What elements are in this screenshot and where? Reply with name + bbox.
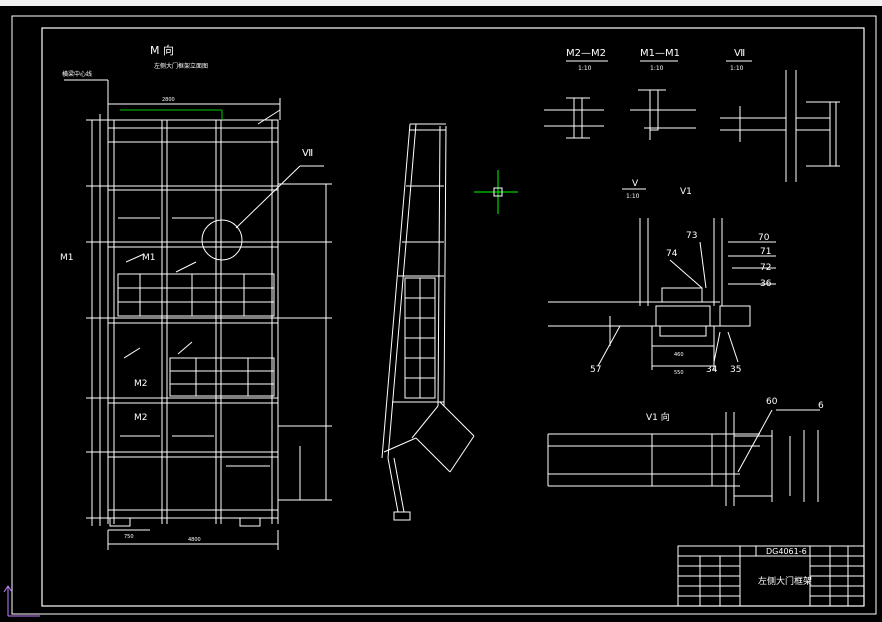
section-v-scale: 1:10 [626,193,640,200]
marker-m1-inner: M1 [142,253,156,263]
dim-4800: 4800 [188,537,201,543]
drawing-number: DG4061-6 [766,547,807,556]
part-57: 57 [590,365,601,375]
part-60: 60 [766,397,778,407]
dim-550: 550 [674,370,684,376]
section-m1-label: M1—M1 [640,48,680,59]
main-elevation-view [64,79,332,550]
crosshair-pickbox [493,187,503,197]
ucs-icon [3,585,40,617]
outer-sheet-border [11,15,877,615]
part-70: 70 [758,233,770,243]
section-m2-detail [544,97,604,139]
section-v-label: V [632,179,639,189]
main-view-note: 左侧大门框架立面图 [154,62,208,70]
dim-2800: 2800 [162,97,175,103]
crosshair-cursor [474,170,518,214]
section-vi-label: V1 [680,187,692,197]
part-72: 72 [760,263,771,273]
detail-vii [720,70,840,182]
part-6: 6 [818,401,824,411]
drawing-title: 左侧大门框架 [758,575,812,587]
marker-m2-inner: M2 [134,379,148,389]
part-71: 71 [760,247,771,257]
dim-750: 750 [124,534,134,540]
view-vi-label: V1 向 [646,411,670,423]
part-36: 36 [760,279,772,289]
section-m1-detail [630,89,696,140]
title-block [677,545,865,607]
section-m1-scale: 1:10 [650,65,664,72]
main-view-title: M 向 [150,43,174,57]
callout-vii: Ⅶ [302,148,313,159]
part-35: 35 [730,365,741,375]
part-34: 34 [706,365,718,375]
part-74: 74 [666,249,678,259]
dim-460: 460 [674,352,684,358]
section-m2-scale: 1:10 [578,65,592,72]
view-vi-detail [547,409,820,506]
marker-m2-lower: M2 [134,413,148,423]
section-v-detail [548,218,776,370]
section-vii-scale: 1:10 [730,65,744,72]
part-73: 73 [686,231,697,241]
section-vii-label: Ⅶ [734,48,745,59]
side-section-view [381,123,475,521]
section-m2-label: M2—M2 [566,48,606,59]
inner-drawing-frame [41,27,865,607]
cad-drawing-canvas[interactable]: M 向 左侧大门框架立面图 横梁中心线 2800 4800 750 M1 M1 … [0,6,882,618]
application-top-bar [0,0,882,6]
centerline-label: 横梁中心线 [62,70,92,78]
marker-m1-left: M1 [60,253,74,263]
